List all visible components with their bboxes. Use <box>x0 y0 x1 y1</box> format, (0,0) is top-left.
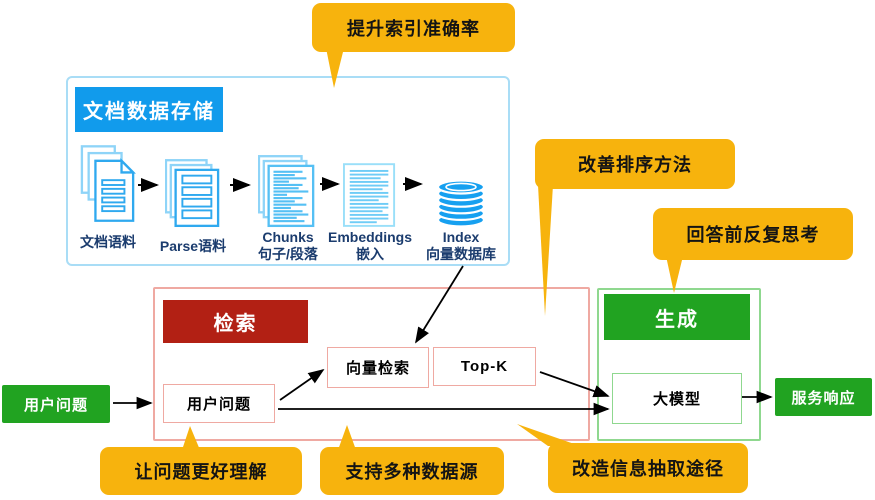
embeddings-icon <box>343 147 397 229</box>
document-corpus-icon <box>79 143 137 225</box>
step-label: Chunks <box>262 229 314 245</box>
storage-header: 文档数据存储 <box>75 87 223 132</box>
generation-header: 生成 <box>604 294 750 340</box>
vector-search-box: 向量检索 <box>327 347 429 388</box>
step-chunks: Chunks 句子/段落 <box>246 147 330 263</box>
callout-rethink-before-answer: 回答前反复思考 <box>653 208 853 260</box>
output-box: 服务响应 <box>775 378 872 416</box>
retrieval-header: 检索 <box>163 300 308 343</box>
callout-info-extraction: 改造信息抽取途径 <box>548 443 748 493</box>
callout-multiple-datasources: 支持多种数据源 <box>320 447 504 495</box>
step-document-corpus: 文档语料 <box>68 143 148 251</box>
step-sublabel: 嵌入 <box>356 246 384 262</box>
step-label: Parse语料 <box>159 238 227 254</box>
parse-corpus-icon <box>165 147 221 229</box>
step-parse-corpus: Parse语料 <box>153 147 233 255</box>
callout-improve-ranking: 改善排序方法 <box>535 139 735 189</box>
step-vector-database: Index 向量数据库 <box>419 147 503 263</box>
vector-database-icon <box>435 147 487 229</box>
step-embeddings: Embeddings 嵌入 <box>328 147 413 263</box>
user-question-box: 用户问题 <box>163 384 275 423</box>
model-box: 大模型 <box>612 373 742 424</box>
step-label: Index <box>442 229 480 245</box>
step-sublabel: 句子/段落 <box>258 246 318 262</box>
topk-box: Top-K <box>433 347 536 386</box>
step-sublabel: 向量数据库 <box>426 246 496 262</box>
callout-improve-index: 提升索引准确率 <box>312 3 515 52</box>
input-box: 用户问题 <box>2 385 110 423</box>
step-label: 文档语料 <box>80 234 136 250</box>
chunks-icon <box>258 147 318 229</box>
callout-better-understanding: 让问题更好理解 <box>100 447 302 495</box>
step-label: Embeddings <box>328 229 413 245</box>
